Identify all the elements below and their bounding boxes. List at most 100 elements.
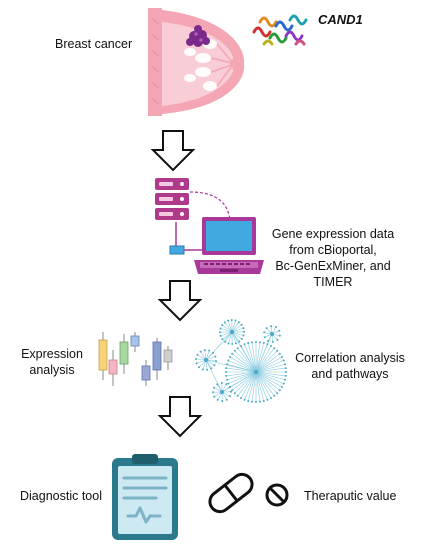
network-edge <box>220 331 233 337</box>
network-hub <box>270 332 274 336</box>
network-node <box>198 366 200 369</box>
gene-expression-line-2: from cBioportal, <box>289 243 377 257</box>
network-node <box>233 349 236 352</box>
network-edge <box>255 371 283 388</box>
network-node <box>262 342 265 344</box>
network-node <box>255 341 257 343</box>
network-edge <box>255 371 286 381</box>
no-symbol-icon <box>265 483 289 507</box>
network-node <box>221 324 224 327</box>
network-node <box>240 337 243 340</box>
network-node <box>231 389 234 392</box>
network-node <box>206 368 209 371</box>
gene-expression-line-3: Bc-GenExMiner, and <box>275 259 391 273</box>
network-edge <box>255 371 280 391</box>
gene-expression-line-4: TIMER <box>313 275 353 289</box>
network-node <box>263 331 266 334</box>
network-node <box>242 327 245 330</box>
network-node <box>243 330 245 333</box>
network-edge <box>227 320 233 333</box>
network-node <box>273 347 276 350</box>
network-edge <box>231 331 237 344</box>
network-node <box>219 331 221 334</box>
network-node <box>265 327 268 330</box>
network-node <box>274 326 277 328</box>
network-node <box>273 394 276 397</box>
network-node <box>229 356 231 358</box>
protein-name-label: CAND1 <box>318 12 363 27</box>
network-edge <box>255 371 284 384</box>
expression-analysis-label: Expression analysis <box>16 346 88 378</box>
network-edge <box>251 371 257 402</box>
network-node <box>227 359 230 362</box>
network-node <box>278 334 281 337</box>
network-node <box>227 342 230 345</box>
network-node <box>263 336 266 339</box>
network-node <box>212 351 214 354</box>
network-node <box>236 394 239 397</box>
network-edge <box>231 327 244 333</box>
network-node <box>195 358 197 360</box>
network-node <box>267 340 270 342</box>
network-edge <box>231 320 236 333</box>
network-edge <box>255 371 278 394</box>
network-node <box>199 350 202 353</box>
network-edge <box>244 371 257 400</box>
network-node <box>266 343 269 346</box>
network-hub <box>220 390 224 394</box>
network-node <box>278 352 281 355</box>
pill-icon <box>208 472 254 514</box>
network-edge <box>231 331 244 336</box>
network-edge <box>255 353 280 373</box>
network-edge <box>226 371 257 381</box>
network-hub <box>254 370 258 374</box>
network-node <box>266 398 269 401</box>
network-node <box>224 340 227 343</box>
network-node <box>208 349 211 352</box>
network-node <box>221 400 224 402</box>
network-node <box>282 382 285 385</box>
network-graph-icon <box>195 319 287 403</box>
network-node <box>214 355 217 358</box>
network-link <box>231 331 257 373</box>
network-node <box>255 401 257 403</box>
network-node <box>230 390 232 393</box>
network-node <box>213 386 216 389</box>
network-edge <box>234 350 257 373</box>
network-node <box>203 349 206 352</box>
correlation-line-2: and pathways <box>311 367 389 381</box>
protein-structure-icon <box>252 14 308 46</box>
network-link <box>205 331 233 361</box>
clipboard-icon <box>112 454 178 540</box>
network-node <box>247 400 250 402</box>
network-node <box>227 319 230 322</box>
network-edge <box>237 348 257 373</box>
network-node <box>225 398 228 401</box>
network-node <box>228 395 231 398</box>
network-edge <box>222 331 233 340</box>
correlation-line-1: Correlation analysis <box>295 351 405 365</box>
network-edge <box>229 356 257 373</box>
network-node <box>240 323 243 326</box>
network-node <box>247 342 250 344</box>
network-node <box>225 367 228 370</box>
laptop-icon <box>194 217 264 274</box>
down-arrow-icon <box>157 280 203 322</box>
network-edge <box>255 360 284 373</box>
network-edge <box>228 331 233 344</box>
network-node <box>278 329 281 332</box>
diagnostic-tool-label: Diagnostic tool <box>20 489 102 503</box>
network-node <box>216 398 219 401</box>
network-edge <box>231 324 242 333</box>
network-node <box>230 319 233 321</box>
network-node <box>284 367 287 370</box>
network-edge <box>247 342 257 373</box>
network-node <box>271 340 274 343</box>
network-edge <box>255 363 286 373</box>
network-edge <box>228 371 257 384</box>
network-node <box>226 378 228 381</box>
network-node <box>210 367 213 370</box>
network-node <box>237 321 240 324</box>
gene-expression-label: Gene expression data from cBioportal, Bc… <box>268 226 398 290</box>
